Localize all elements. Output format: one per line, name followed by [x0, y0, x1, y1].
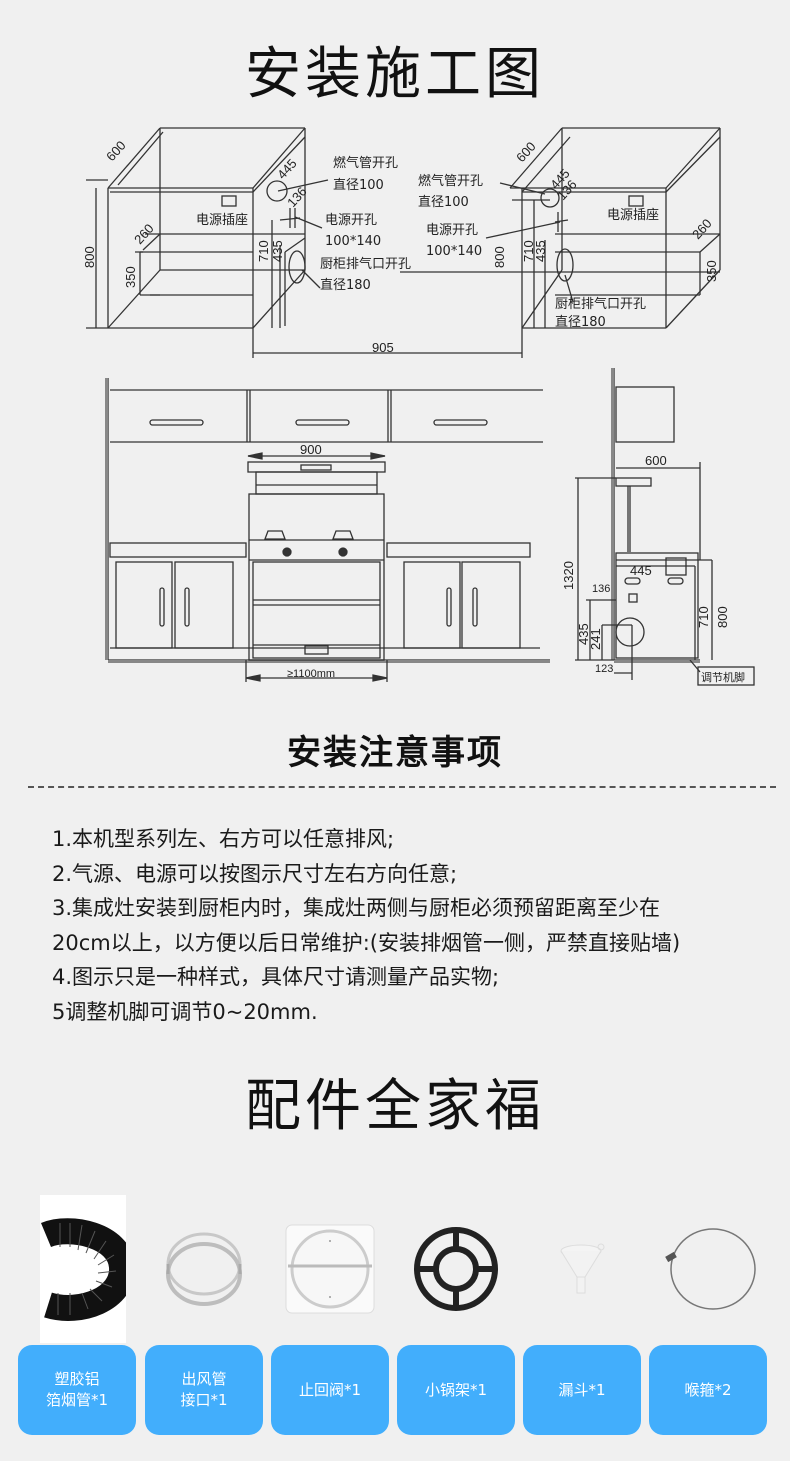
svg-text:电源开孔: 电源开孔 [325, 213, 377, 228]
notes-list: 1.本机型系列左、右方可以任意排风; 2.气源、电源可以按图示尺寸左右方向任意;… [52, 822, 782, 1029]
min-clearance-label: ≥1100mm [287, 668, 335, 680]
duct-connector-ring-icon [145, 1195, 263, 1343]
svg-text:厨柜排气口开孔: 厨柜排气口开孔 [320, 256, 411, 272]
svg-text:710: 710 [696, 606, 711, 628]
installation-diagram: 燃气管开孔 直径100 电源插座 电源开孔 100*140 厨柜排气口开孔 直径… [40, 118, 760, 698]
svg-text:电源开孔: 电源开孔 [426, 223, 478, 238]
svg-text:435: 435 [270, 240, 285, 262]
accessory-label-button[interactable]: 小锅架*1 [397, 1345, 515, 1435]
notes-title: 安装注意事项 [287, 733, 503, 773]
svg-text:厨柜排气口开孔: 厨柜排气口开孔 [555, 296, 646, 312]
svg-text:直径180: 直径180 [555, 315, 606, 330]
svg-text:241: 241 [588, 628, 603, 650]
svg-text:直径100: 直径100 [418, 195, 469, 210]
svg-text:1320: 1320 [561, 561, 576, 590]
svg-text:100*140: 100*140 [426, 244, 482, 259]
svg-text:直径180: 直径180 [320, 278, 371, 293]
note-item: 2.气源、电源可以按图示尺寸左右方向任意; [52, 861, 458, 886]
svg-text:直径100: 直径100 [333, 178, 384, 193]
flexible-duct-icon [40, 1195, 126, 1343]
funnel-icon [523, 1195, 641, 1343]
svg-text:电源插座: 电源插座 [607, 208, 659, 223]
page-title: 安装施工图 [245, 42, 545, 107]
svg-text:600: 600 [645, 453, 667, 468]
accessories-title: 配件全家福 [245, 1074, 545, 1139]
side-elevation [575, 368, 755, 686]
hose-clamp-icon [649, 1195, 767, 1343]
note-item: 3.集成灶安装到厨柜内时，集成灶两侧与厨柜必须预留距离至少在 [52, 896, 661, 920]
svg-text:435: 435 [576, 623, 591, 645]
left-cabinet-isometric [86, 127, 523, 358]
accessory-label-button[interactable]: 止回阀*1 [271, 1345, 389, 1435]
svg-text:136: 136 [592, 583, 610, 595]
accessory-label-button[interactable]: 出风管接口*1 [145, 1345, 263, 1435]
note-item: 4.图示只是一种样式，具体尺寸请测量产品实物; [52, 965, 500, 989]
svg-text:123: 123 [595, 663, 613, 675]
svg-text:调节机脚: 调节机脚 [701, 670, 745, 684]
divider [28, 786, 776, 788]
front-elevation [105, 378, 550, 682]
check-valve-icon [271, 1195, 389, 1343]
svg-text:435: 435 [533, 240, 548, 262]
accessory-label-button[interactable]: 塑胶铝箔烟管*1 [18, 1345, 136, 1435]
svg-text:燃气管开孔: 燃气管开孔 [333, 155, 398, 171]
pot-rack-icon [397, 1195, 515, 1343]
side-view-labels: 600 1320 445 136 435 241 123 710 800 调节机… [561, 453, 745, 684]
stove-width-label: 900 [300, 442, 322, 457]
svg-text:710: 710 [521, 240, 536, 262]
note-item: 5调整机脚可调节0~20mm. [52, 999, 318, 1024]
svg-text:800: 800 [715, 606, 730, 628]
note-item: 20cm以上，以方便以后日常维护:(安装排烟管一侧，严禁直接贴墙) [52, 930, 681, 955]
note-item: 1.本机型系列左、右方可以任意排风; [52, 827, 395, 851]
svg-text:905: 905 [372, 340, 394, 355]
svg-text:100*140: 100*140 [325, 234, 381, 249]
svg-text:800: 800 [82, 246, 97, 268]
svg-text:电源插座: 电源插座 [196, 213, 248, 228]
svg-text:710: 710 [256, 240, 271, 262]
svg-text:350: 350 [704, 260, 719, 282]
svg-text:445: 445 [630, 563, 652, 578]
svg-text:燃气管开孔: 燃气管开孔 [418, 173, 483, 189]
svg-text:800: 800 [492, 246, 507, 268]
right-cabinet-isometric [400, 127, 721, 329]
accessory-label-button[interactable]: 漏斗*1 [523, 1345, 641, 1435]
accessory-label-button[interactable]: 喉箍*2 [649, 1345, 767, 1435]
svg-text:350: 350 [123, 266, 138, 288]
